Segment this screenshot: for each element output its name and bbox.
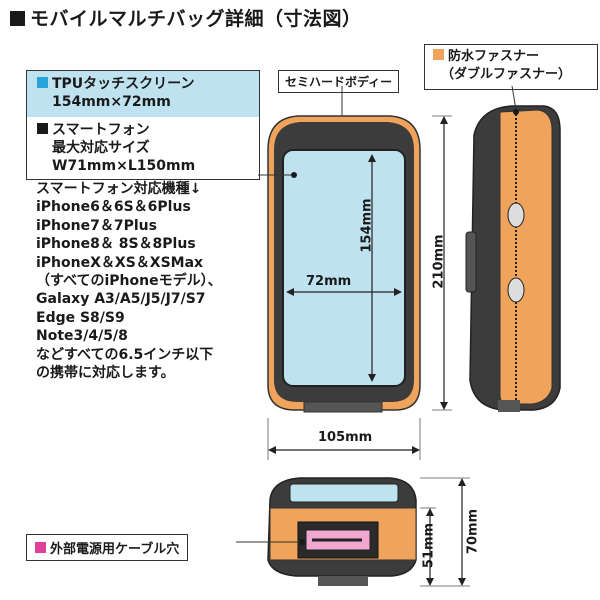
pink-square-icon	[35, 542, 46, 553]
arrow-head	[412, 446, 420, 454]
compat-line: の携帯に対応します。	[36, 365, 175, 382]
arrow-head	[286, 288, 294, 296]
arrow-head	[394, 288, 402, 296]
cable-hole-text: 外部電源用ケーブル穴	[50, 542, 180, 557]
compat-line: Galaxy A3/A5/J5/J7/S7	[36, 291, 206, 308]
arrow-head	[368, 154, 376, 162]
screen-width-dim: 72mm	[306, 274, 352, 289]
side-view	[465, 105, 561, 412]
outlet-leader-dot	[299, 539, 305, 545]
fastener-leader-dot	[513, 109, 519, 115]
page-title: モバイルマルチバッグ詳細（寸法図）	[10, 4, 362, 31]
total-height-dim: 210mm	[431, 234, 447, 289]
compat-line: iPhone6＆6S＆6Plus	[36, 199, 191, 216]
smartphone-title: スマートフォン	[52, 122, 150, 138]
fastener-box: 防水ファスナー （ダブルファスナー）	[424, 44, 598, 90]
smartphone-max-size: W71mm×L150mm	[52, 158, 196, 174]
tpu-title: TPUタッチスクリーン	[52, 76, 195, 92]
compat-line: iPhone7＆7Plus	[36, 217, 157, 234]
zipper-pull-icon	[507, 202, 525, 228]
compat-line: Edge S8/S9	[36, 309, 125, 326]
side-clip	[465, 231, 477, 293]
bottom-screen-edge	[289, 483, 399, 503]
bottom-view	[267, 477, 417, 586]
arrow-head	[426, 508, 434, 516]
screen-height-dim: 154mm	[359, 198, 375, 253]
front-view	[258, 115, 421, 413]
arrow-head	[458, 578, 466, 586]
arrow-head	[440, 116, 448, 124]
arrow-head	[368, 374, 376, 382]
compat-line: スマートフォン対応機種↓	[36, 181, 202, 197]
total-width-dim: 105mm	[318, 430, 373, 445]
arrow-head	[440, 402, 448, 410]
arrow-head	[268, 446, 276, 454]
tpu-spec: TPUタッチスクリーン 154mm×72mm	[27, 71, 259, 117]
front-screen	[282, 149, 406, 387]
tpu-leader-dot	[291, 172, 297, 178]
compat-list: スマートフォン対応機種↓ iPhone6＆6S＆6Plus iPhone7＆7P…	[36, 180, 276, 382]
body-label: セミハードボディー	[278, 70, 400, 93]
black-square-icon	[37, 123, 48, 134]
cable-hole-label: 外部電源用ケーブル穴	[26, 534, 189, 561]
spec-box: TPUタッチスクリーン 154mm×72mm スマートフォン 最大対応サイズ W…	[26, 70, 260, 180]
front-bottom-tab	[303, 401, 383, 413]
compat-line: などすべての6.5インチ以下	[36, 346, 214, 363]
inner-depth-dim: 51mm	[421, 522, 437, 569]
bottom-tab	[318, 576, 368, 586]
smartphone-spec: スマートフォン 最大対応サイズ W71mm×L150mm	[27, 117, 259, 179]
compat-line: iPhone8＆ 8S＆8Plus	[36, 236, 196, 253]
tpu-size: 154mm×72mm	[52, 94, 171, 110]
arrow-head	[426, 578, 434, 586]
smartphone-max-label: 最大対応サイズ	[52, 140, 150, 156]
compat-line: （すべてのiPhoneモデル）、	[36, 273, 222, 290]
fastener-leader-line	[511, 85, 517, 111]
fastener-subtitle: （ダブルファスナー）	[441, 67, 572, 82]
side-bottom-tab	[498, 400, 520, 412]
fastener-title: 防水ファスナー	[448, 49, 540, 64]
orange-square-icon	[433, 49, 444, 60]
zipper-pull-icon	[507, 277, 525, 303]
compat-line: Note3/4/5/8	[36, 328, 128, 345]
arrow-head	[458, 478, 466, 486]
title-text: モバイルマルチバッグ詳細（寸法図）	[30, 8, 362, 30]
compat-line: iPhoneX＆XS＆XSMax	[36, 254, 204, 271]
outer-depth-dim: 70mm	[465, 508, 481, 555]
blue-square-icon	[37, 77, 48, 88]
side-orange-panel	[499, 109, 553, 405]
title-square-icon	[10, 11, 25, 26]
